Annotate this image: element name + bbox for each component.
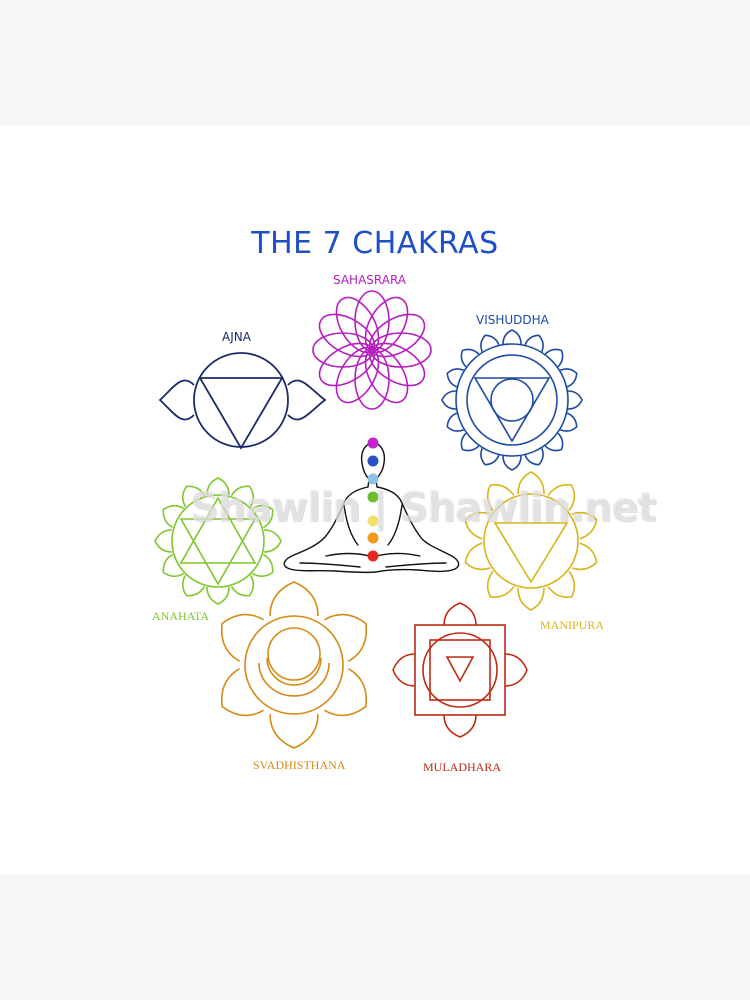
chakra-dot <box>367 550 379 562</box>
label-svadhisthana: SVADHISTHANA <box>253 758 346 772</box>
chakra-dot <box>367 437 379 449</box>
chakra-dot <box>367 532 379 544</box>
anahata-symbol <box>154 477 282 605</box>
vishuddha-symbol <box>441 329 583 471</box>
label-sahasrara: SAHASRARA <box>333 273 407 287</box>
chakra-dot <box>367 455 379 467</box>
chakra-dot <box>367 473 379 485</box>
sahasrara-symbol <box>312 290 432 410</box>
label-ajna: AJNA <box>222 330 251 344</box>
manipura-symbol <box>464 471 598 611</box>
muladhara-symbol <box>392 602 528 738</box>
label-muladhara: MULADHARA <box>423 760 501 774</box>
poster-title: THE 7 CHAKRAS <box>251 226 499 261</box>
label-anahata: ANAHATA <box>152 609 210 623</box>
chakra-artwork <box>154 290 598 749</box>
chakra-dots <box>367 437 379 562</box>
meditating-figure <box>283 442 460 574</box>
label-manipura: MANIPURA <box>540 618 605 632</box>
poster-canvas: THE 7 CHAKRAS <box>0 125 750 875</box>
ajna-symbol <box>158 352 327 450</box>
label-vishuddha: VISHUDDHA <box>476 313 549 327</box>
chakra-dot <box>367 515 379 527</box>
svadhisthana-symbol <box>220 581 368 749</box>
chakra-dot <box>367 491 379 503</box>
